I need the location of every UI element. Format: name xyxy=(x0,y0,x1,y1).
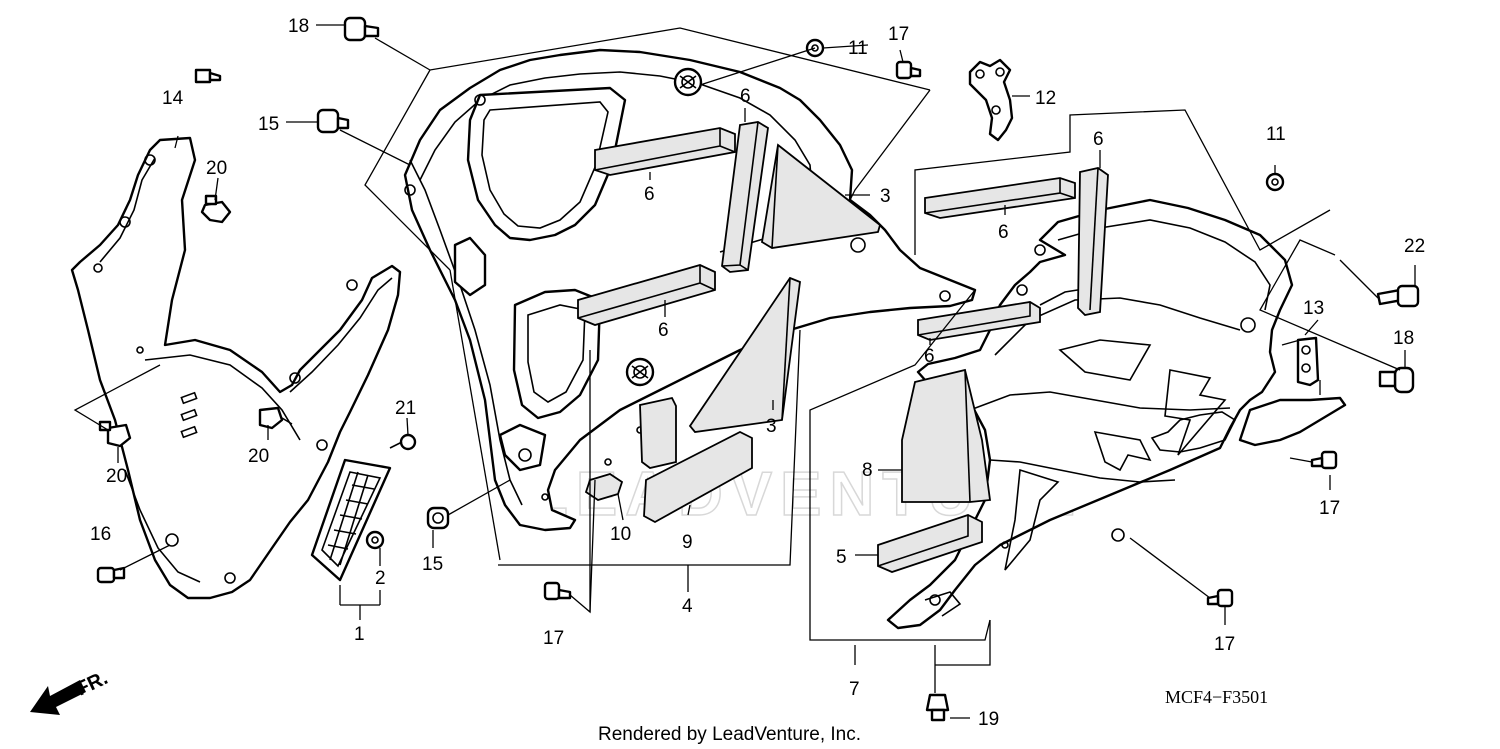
washer xyxy=(1265,172,1285,192)
part-label: 18 xyxy=(1393,328,1414,349)
part-label: 20 xyxy=(248,446,269,467)
foam-strip xyxy=(594,127,736,176)
screw-fastener xyxy=(1206,588,1234,608)
foam-strip xyxy=(1077,167,1109,316)
part-label: 16 xyxy=(90,524,111,545)
foam-strip xyxy=(721,121,769,273)
part-label: 17 xyxy=(543,628,564,649)
grommet-upper xyxy=(673,67,703,97)
part-label: 13 xyxy=(1303,298,1324,319)
screw-fastener xyxy=(895,60,922,80)
diagram-code: MCF4−F3501 xyxy=(1165,687,1268,707)
bolt-fastener xyxy=(316,108,350,134)
part-label: 22 xyxy=(1404,236,1425,257)
part-label: 6 xyxy=(924,346,935,367)
bolt-fastener xyxy=(1376,284,1420,308)
screw-fastener xyxy=(543,581,572,601)
part-label: 18 xyxy=(288,16,309,37)
clip-fastener xyxy=(200,194,232,224)
part-label: 6 xyxy=(1093,129,1104,150)
part-label: 11 xyxy=(848,38,868,59)
clip-fastener xyxy=(258,406,293,430)
mounting-bracket[interactable] xyxy=(968,58,1014,142)
part-label: 6 xyxy=(998,222,1009,243)
foam-triangle xyxy=(688,276,801,433)
part-label: 15 xyxy=(258,114,279,135)
leader-lines xyxy=(73,24,1416,719)
front-direction-indicator: FR. xyxy=(30,667,111,715)
foam-strip xyxy=(577,264,716,326)
foam-strip xyxy=(924,177,1076,219)
part-label: 17 xyxy=(888,24,909,45)
part-labels: 18 11 17 12 14 15 20 6 6 3 6 11 6 22 6 1… xyxy=(90,16,1425,730)
credit-text: Rendered by LeadVenture, Inc. xyxy=(598,724,861,745)
part-label: 17 xyxy=(1319,498,1340,519)
grommet-lower xyxy=(625,357,655,387)
foam-pad xyxy=(643,430,753,524)
foam-strip xyxy=(917,301,1041,341)
part-label: 6 xyxy=(644,184,655,205)
push-rivet xyxy=(925,693,950,722)
screw-fastener xyxy=(96,566,126,584)
bolt-fastener xyxy=(426,506,450,530)
part-label: 10 xyxy=(610,524,631,545)
part-label: 15 xyxy=(422,554,443,575)
part-label: 1 xyxy=(354,624,365,645)
screw-fastener xyxy=(1310,450,1338,470)
part-label: 11 xyxy=(1266,124,1286,145)
side-bracket[interactable] xyxy=(1296,336,1320,387)
bolt-fastener xyxy=(343,16,380,42)
arrow-icon xyxy=(30,680,86,715)
nut-fastener xyxy=(365,530,385,550)
part-label: 9 xyxy=(682,532,693,553)
foam-pad xyxy=(639,396,677,469)
part-label: 14 xyxy=(162,88,184,109)
foam-triangle xyxy=(761,143,882,249)
part-label: 17 xyxy=(1214,634,1235,655)
reflector[interactable] xyxy=(310,458,392,582)
part-label: 12 xyxy=(1035,88,1056,109)
foam-block xyxy=(877,514,983,573)
part-label: 6 xyxy=(658,320,669,341)
under-cowl[interactable] xyxy=(886,198,1347,630)
part-label: 3 xyxy=(880,186,891,207)
screw-fastener xyxy=(389,433,417,451)
part-label: 20 xyxy=(206,158,227,179)
clip-fastener xyxy=(98,420,132,448)
part-label: 7 xyxy=(849,679,860,700)
screw-fastener xyxy=(194,68,222,84)
part-label: 3 xyxy=(766,416,777,437)
foam-wedge xyxy=(901,368,992,503)
side-cover-panel[interactable] xyxy=(70,136,402,600)
part-label: 20 xyxy=(106,466,127,487)
part-label: 4 xyxy=(682,596,693,617)
part-label: 2 xyxy=(375,568,386,589)
part-label: 21 xyxy=(395,398,416,419)
part-label: 19 xyxy=(978,709,999,730)
bolt-fastener xyxy=(1378,366,1415,394)
part-label: 5 xyxy=(836,547,847,568)
part-label: 8 xyxy=(862,460,873,481)
part-label: 6 xyxy=(740,86,751,107)
